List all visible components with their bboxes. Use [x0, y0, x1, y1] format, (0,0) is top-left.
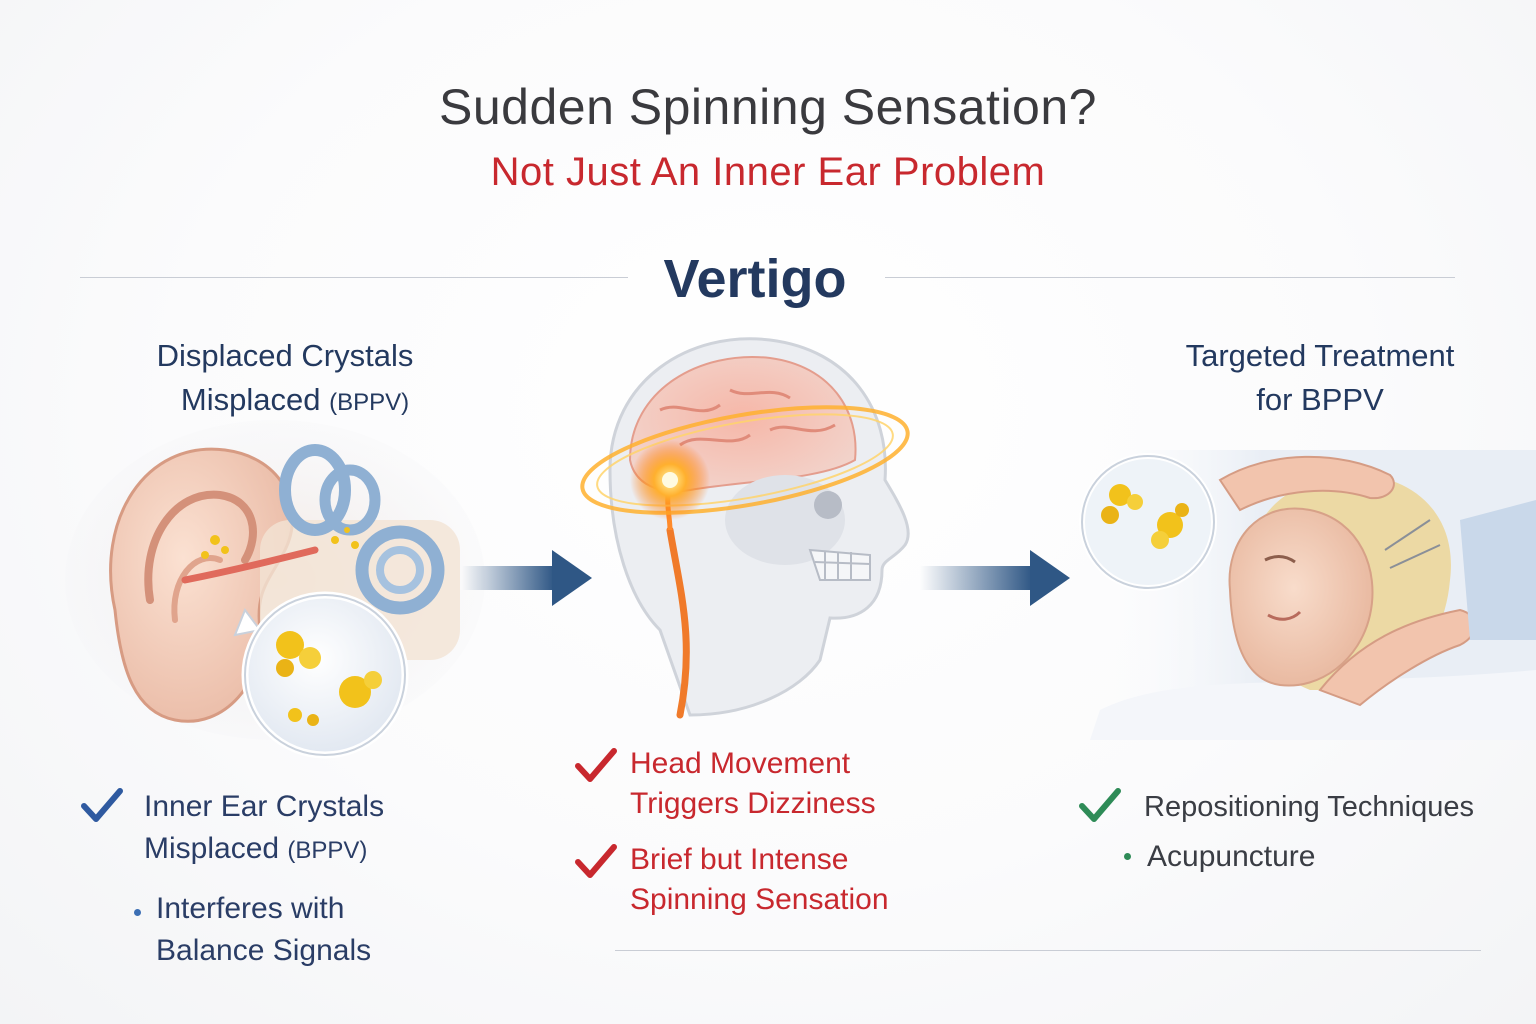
middle-check1-line2: Triggers Dizziness — [630, 787, 876, 820]
right-check-item: Repositioning Techniques — [1078, 786, 1530, 828]
middle-check2-line2: Spinning Sensation — [630, 883, 889, 916]
middle-check2-line1: Brief but Intense — [630, 843, 849, 876]
crystal-magnifier-icon — [1079, 453, 1217, 591]
checkmark-icon — [575, 748, 617, 782]
page-title: Sudden Spinning Sensation? — [439, 79, 1097, 135]
left-bullets: Inner Ear Crystals Misplaced (BPPV) Inte… — [80, 786, 480, 972]
middle-check-item-2: Brief but Intense Spinning Sensation — [574, 840, 954, 920]
left-heading-line2: Misplaced — [180, 382, 321, 417]
right-bullet-text: Acupuncture — [1147, 840, 1316, 873]
left-heading-line2-wrap: Misplaced (BPPV) — [110, 378, 460, 425]
right-check-text: Repositioning Techniques — [1144, 791, 1474, 823]
middle-check-item-1: Head Movement Triggers Dizziness — [574, 744, 954, 824]
left-heading: Displaced Crystals Misplaced (BPPV) — [110, 334, 460, 425]
head-brain-illustration — [580, 337, 910, 719]
bullet-dot — [1124, 853, 1131, 860]
left-check-item: Inner Ear Crystals Misplaced (BPPV) — [80, 786, 480, 872]
arrow-right-icon — [920, 550, 1070, 606]
checkmark-icon — [81, 788, 123, 822]
right-heading: Targeted Treatment for BPPV — [1140, 334, 1500, 422]
checkmark-icon — [575, 844, 617, 878]
right-heading-line1: Targeted Treatment — [1185, 338, 1455, 373]
right-bullet-item: Acupuncture — [1078, 836, 1530, 878]
ear-illustration — [65, 420, 485, 759]
section-title: Vertigo — [663, 249, 847, 309]
page-subtitle: Not Just An Inner Ear Problem — [490, 150, 1046, 194]
crystal-magnifier-icon — [233, 591, 409, 759]
right-bullets: Repositioning Techniques Acupuncture — [1078, 786, 1530, 878]
checkmark-icon — [1079, 788, 1121, 822]
divider-right — [885, 277, 1455, 278]
left-heading-line1: Displaced Crystals — [156, 338, 414, 373]
left-bullet-item: Interferes with Balance Signals — [80, 888, 480, 972]
bullet-dot — [134, 909, 141, 916]
right-heading-line2: for BPPV — [1256, 382, 1384, 417]
bottom-divider — [615, 950, 1481, 951]
treatment-illustration — [1079, 450, 1536, 740]
middle-bullets: Head Movement Triggers Dizziness Brief b… — [574, 744, 954, 920]
left-check-line1: Inner Ear Crystals — [144, 790, 385, 823]
left-bullet-line1: Interferes with — [156, 892, 345, 925]
arrow-right-icon — [462, 550, 592, 606]
middle-check1-line1: Head Movement — [630, 747, 851, 780]
left-heading-small: (BPPV) — [329, 389, 410, 416]
left-bullet-line2: Balance Signals — [156, 934, 372, 967]
left-check-small: (BPPV) — [287, 837, 368, 864]
left-check-line2: Misplaced — [144, 832, 280, 865]
divider-left — [80, 277, 628, 278]
